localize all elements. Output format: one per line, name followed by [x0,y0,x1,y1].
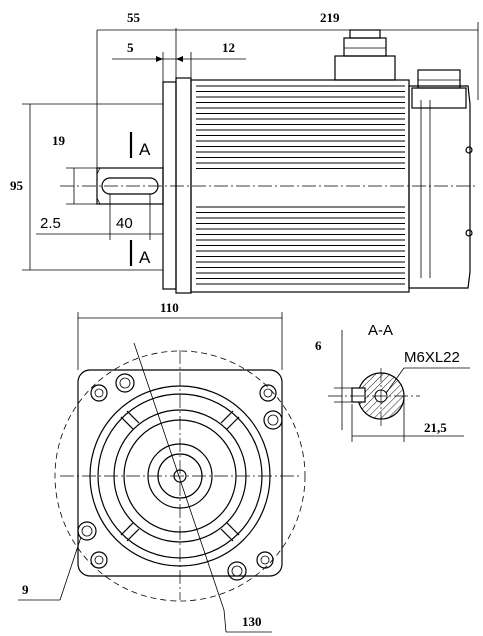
side-view: A A 219 55 5 12 95 19 2.5 40 [10,10,479,294]
dim-flange-thickness: 12 [222,40,235,55]
dim-shaft-offset: 2.5 [40,215,61,232]
flange-plate [162,81,177,290]
dim-flange-step: 5 [127,40,134,55]
dim-shaft-diameter: 19 [52,133,66,148]
section-mark-top: A [139,140,151,159]
dim-flange-square: 110 [160,300,179,315]
section-view: A-A M6XL22 6 21,5 [315,322,470,442]
power-connector [334,29,396,81]
flange-body [175,77,192,294]
cooling-fins [196,85,405,285]
shaft [96,167,164,205]
front-view: 110 130 9 [18,300,306,633]
section-title: A-A [368,322,393,339]
dim-key-height: 21,5 [424,420,447,435]
dim-overall-length: 219 [320,10,340,25]
encoder-connector [411,69,467,109]
encoder-housing [408,85,471,289]
key-section [351,387,366,403]
mount-holes [77,373,283,581]
dim-bolt-circle: 130 [242,614,262,629]
dim-key-width: 6 [315,338,322,353]
dim-key-length: 40 [116,215,133,232]
dim-mount-hole: 9 [22,582,29,597]
dim-pilot-diameter: 95 [10,178,24,193]
bolt-circle [54,350,306,602]
dim-flange-to-shaft-end: 55 [127,10,141,25]
section-mark-bottom: A [139,248,151,267]
thread-label: M6XL22 [404,349,460,366]
